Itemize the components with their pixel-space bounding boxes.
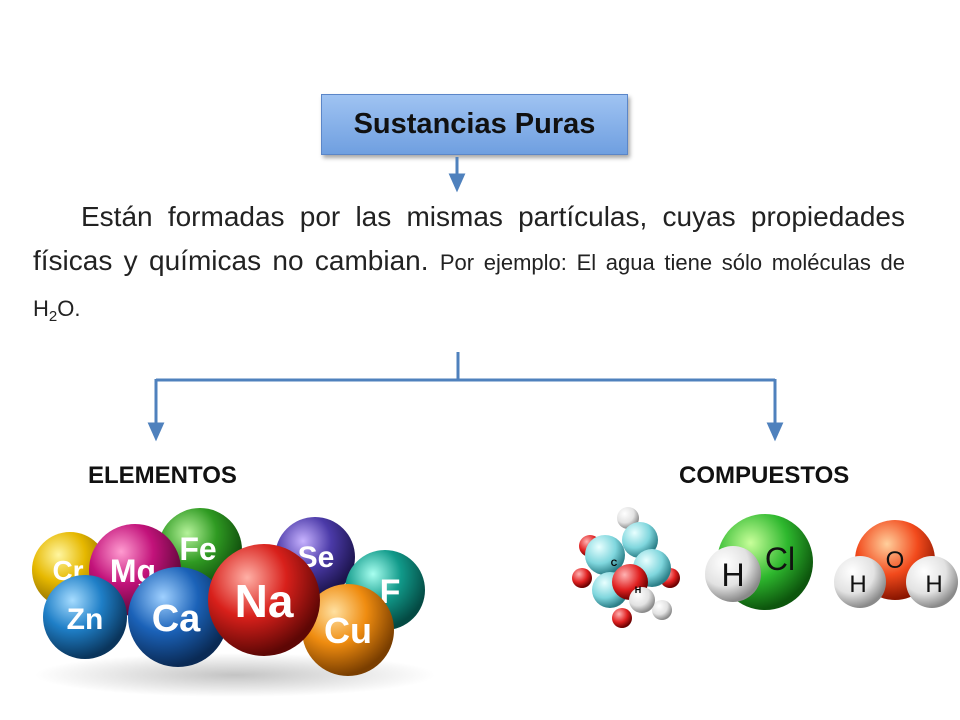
svg-text:Ca: Ca bbox=[152, 598, 201, 640]
svg-text:H: H bbox=[635, 585, 642, 595]
svg-text:H: H bbox=[849, 571, 866, 598]
sphere-na: Na bbox=[208, 544, 320, 656]
compounds-label: COMPUESTOS bbox=[679, 462, 850, 489]
hcl-molecule: H Cl bbox=[705, 514, 813, 610]
sphere-zn: Zn bbox=[43, 575, 127, 659]
sphere-ca: Ca bbox=[128, 567, 228, 667]
svg-text:F: F bbox=[380, 573, 401, 611]
water-molecule: O H H bbox=[834, 520, 958, 608]
svg-text:Cl: Cl bbox=[765, 541, 795, 577]
description-text: Están formadas por las mismas partículas… bbox=[33, 195, 905, 331]
title-text: Sustancias Puras bbox=[353, 108, 596, 140]
svg-text:Fe: Fe bbox=[179, 531, 216, 567]
svg-text:C: C bbox=[611, 558, 618, 568]
ring-molecule: C H bbox=[572, 507, 680, 628]
description-main: Están formadas por las mismas partículas… bbox=[33, 201, 905, 276]
description-example: Por ejemplo: El agua tiene sólo molécula… bbox=[33, 250, 905, 325]
svg-text:Na: Na bbox=[235, 575, 294, 627]
svg-text:O: O bbox=[886, 547, 905, 574]
svg-text:Zn: Zn bbox=[67, 603, 104, 636]
svg-text:H: H bbox=[721, 557, 744, 593]
sphere-cu: Cu bbox=[302, 584, 394, 676]
svg-text:H: H bbox=[925, 571, 942, 598]
elements-spheres-image: Fe Cr Se F Mg Zn Ca Cu Na bbox=[32, 508, 435, 697]
title-box: Sustancias Puras bbox=[321, 94, 628, 155]
svg-text:Cu: Cu bbox=[324, 610, 372, 651]
compounds-molecules-image: C H H Cl O H H bbox=[572, 507, 958, 628]
elements-label: ELEMENTOS bbox=[88, 462, 237, 489]
